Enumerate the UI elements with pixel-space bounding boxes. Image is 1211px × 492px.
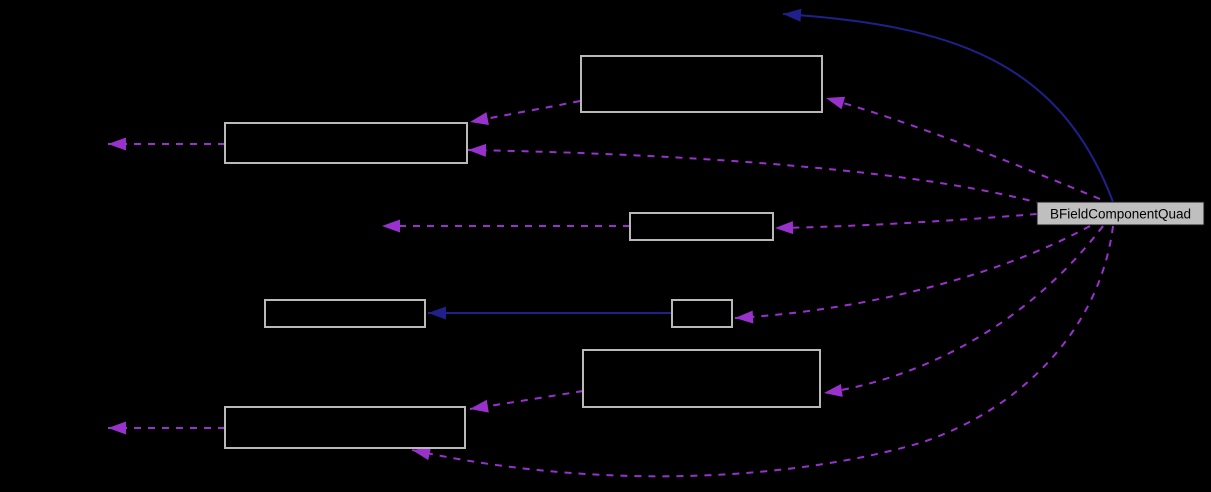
edge-box-left-upper-to-left (108, 137, 225, 151)
box-top[interactable] (580, 55, 823, 113)
edge-box-middle-to-left-arrowhead-icon (382, 219, 400, 233)
box-bottom-middle[interactable] (582, 349, 821, 408)
main-node[interactable]: BFieldComponentQuad (1036, 201, 1205, 226)
edge-node-to-box-bottom-middle (823, 225, 1104, 397)
edge-box-top-to-box-left-upper (469, 100, 581, 125)
edge-inheritance-top-arrowhead-icon (783, 8, 802, 22)
edge-box-bottom-left-to-left (108, 421, 225, 435)
box-center-left[interactable] (264, 299, 426, 328)
box-middle[interactable] (629, 212, 774, 241)
edge-node-to-box-top (825, 96, 1101, 200)
edge-node-to-box-top-line (825, 97, 1101, 200)
edge-node-to-box-bottom-left (411, 225, 1114, 478)
edge-node-to-box-middle-line (774, 213, 1038, 229)
edge-box-bottom-middle-to-box-bottom-left-arrowhead-icon (470, 399, 489, 413)
edge-box-bottom-left-to-left-arrowhead-icon (108, 421, 126, 435)
edge-node-to-box-bottom-left-arrowhead-icon (412, 447, 431, 461)
edge-node-to-box-center-small (734, 225, 1091, 324)
edge-node-to-box-left-upper-line (467, 149, 1044, 205)
edge-box-middle-to-left (382, 219, 630, 233)
edge-node-to-box-top-arrowhead-icon (826, 96, 846, 110)
edges-layer (108, 8, 1114, 478)
edge-node-to-box-bottom-middle-arrowhead-icon (824, 384, 843, 397)
main-node-label: BFieldComponentQuad (1050, 207, 1191, 222)
edge-inheritance-top (782, 8, 1114, 203)
edge-box-left-upper-to-left-arrowhead-icon (108, 137, 126, 151)
edge-inheritance-top-line (782, 13, 1114, 203)
edge-node-to-box-left-upper-arrowhead-icon (468, 143, 487, 157)
edge-box-top-to-box-left-upper-arrowhead-icon (470, 112, 489, 125)
edge-node-to-box-left-upper (467, 143, 1044, 205)
edge-node-to-box-center-small-line (734, 225, 1091, 319)
edge-node-to-box-middle (774, 213, 1038, 235)
box-center-small[interactable] (671, 299, 733, 328)
edge-box-bottom-middle-to-box-bottom-left (469, 390, 584, 413)
main-node-box[interactable] (1036, 201, 1205, 226)
box-bottom-left[interactable] (224, 406, 466, 449)
edge-node-to-box-bottom-middle-line (823, 225, 1104, 394)
edge-box-center-small-to-box-center-left-arrowhead-icon (428, 306, 446, 320)
edge-node-to-box-middle-arrowhead-icon (775, 221, 794, 235)
box-left-upper[interactable] (224, 122, 468, 164)
edge-node-to-box-center-small-arrowhead-icon (735, 310, 754, 324)
edge-box-center-small-to-box-center-left (428, 306, 672, 320)
boxes-layer (224, 55, 823, 449)
